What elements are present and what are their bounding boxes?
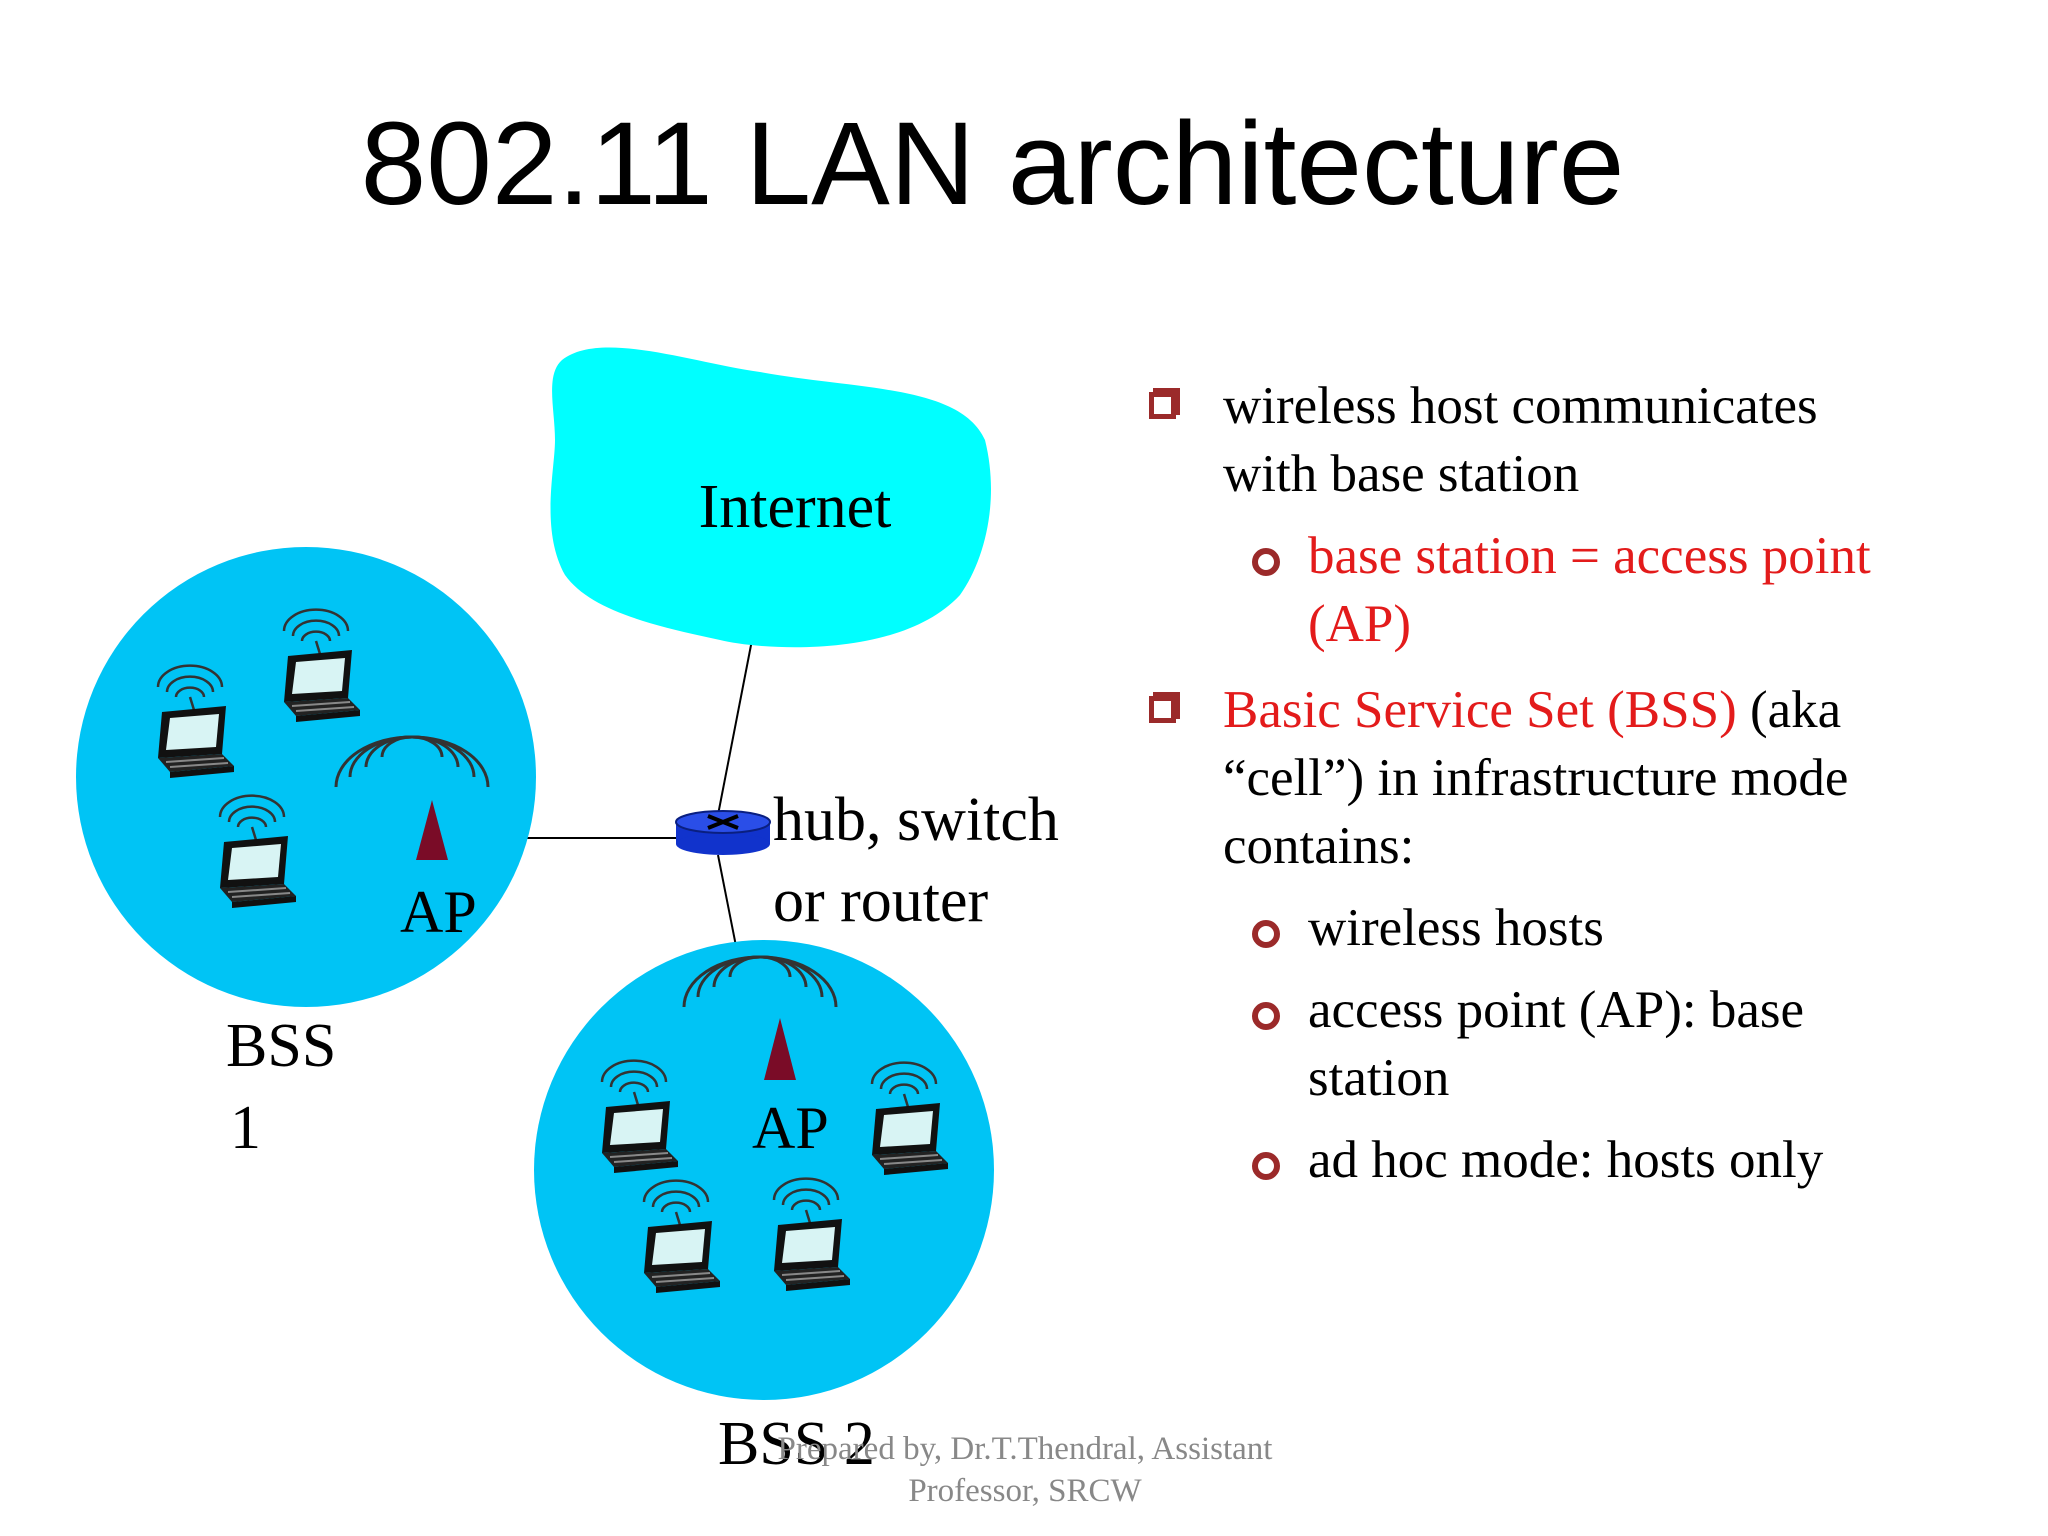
circle-bullet-icon xyxy=(1252,1152,1280,1180)
bss1-label-line1: BSS xyxy=(226,1012,336,1080)
bullet-text-highlight: Basic Service Set (BSS) xyxy=(1223,681,1737,739)
bullet-text: station xyxy=(1308,1049,1450,1107)
bss2-cell xyxy=(534,940,994,1400)
link-internet-router xyxy=(716,639,753,821)
subbullet-ad-hoc: ad hoc mode: hosts only xyxy=(1148,1126,1968,1194)
bullet-text: access point (AP): base xyxy=(1308,981,1804,1039)
bullet-bss: Basic Service Set (BSS) (aka “cell”) in … xyxy=(1148,676,1968,880)
hub-label-line2: or router xyxy=(773,867,989,935)
subbullet-base-station: base station = access point (AP) xyxy=(1148,522,1968,658)
footer-line1: Prepared by, Dr.T.Thendral, Assistant xyxy=(777,1431,1273,1467)
bss1-label-line2: 1 xyxy=(230,1094,261,1162)
bullet-list: wireless host communicates with base sta… xyxy=(1148,372,1968,1194)
ap1-antenna-icon xyxy=(334,735,490,860)
slide-title: 802.11 LAN architecture xyxy=(360,98,1625,230)
subbullet-wireless-hosts: wireless hosts xyxy=(1148,894,1968,962)
footer-line2: Professor, SRCW xyxy=(908,1473,1142,1509)
subbullet-access-point: access point (AP): base station xyxy=(1148,976,1968,1112)
ap2-label: AP xyxy=(752,1095,829,1161)
bullet-text: (aka xyxy=(1736,681,1842,739)
bullet-text: ad hoc mode: hosts only xyxy=(1308,1131,1824,1189)
bullet-text: “cell”) in infrastructure mode xyxy=(1223,749,1849,807)
internet-cloud xyxy=(550,347,991,648)
bss2-label: BSS 2 xyxy=(718,1410,875,1478)
ap1-label: AP xyxy=(400,879,477,945)
bullet-text: base station = access point xyxy=(1308,527,1871,585)
circle-bullet-icon xyxy=(1252,548,1280,576)
box-bullet-icon xyxy=(1149,392,1176,419)
circle-bullet-icon xyxy=(1252,1002,1280,1030)
bullet-text: (AP) xyxy=(1308,595,1412,653)
router-icon xyxy=(675,810,771,855)
bullet-text: wireless hosts xyxy=(1308,899,1604,957)
circle-bullet-icon xyxy=(1252,920,1280,948)
hub-label-line1: hub, switch xyxy=(773,786,1059,854)
internet-label: Internet xyxy=(699,473,892,541)
footer-credit: Prepared by, Dr.T.Thendral, Assistant Pr… xyxy=(700,1428,1350,1512)
bullet-wireless-host: wireless host communicates with base sta… xyxy=(1148,372,1968,508)
bullet-text: contains: xyxy=(1223,817,1415,875)
bss1-cell xyxy=(76,547,536,1007)
bullet-text: with base station xyxy=(1223,445,1580,503)
box-bullet-icon xyxy=(1149,696,1176,723)
ap2-antenna-icon xyxy=(682,955,838,1080)
bullet-text: wireless host communicates xyxy=(1223,377,1818,435)
